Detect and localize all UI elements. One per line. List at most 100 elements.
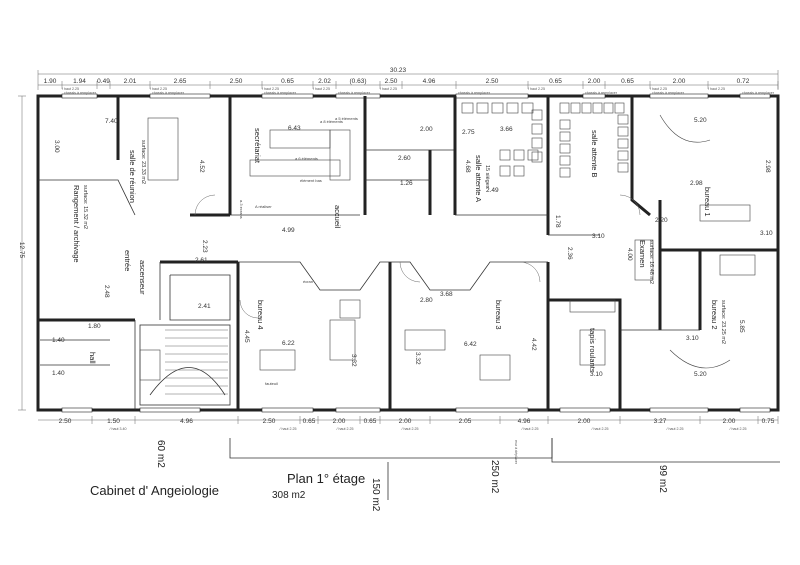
top-dim-label: 2.65: [174, 78, 187, 85]
dim-salle-attente-b-0: 2.98: [690, 180, 703, 187]
bottom-dim-label: 2.00: [578, 418, 591, 425]
chair: [531, 137, 543, 149]
zone-mid-area: 150 m2: [370, 478, 381, 512]
chair: [617, 150, 629, 161]
room-label-ascenseur: ascenseur: [138, 260, 147, 295]
room-label-accueil: accueil: [333, 205, 342, 229]
chair: [617, 126, 629, 137]
top-dim-label: 1.94: [73, 78, 86, 85]
chair: [531, 151, 543, 163]
room-label-secretariat: secrétariat: [253, 128, 262, 164]
bottom-wall-note: mur à déplacer: [514, 440, 518, 465]
plan-title: Plan 1° étage: [287, 471, 365, 486]
room-label-tapis: tapis roulants: [588, 328, 597, 373]
dim-bureau-4-1: 3.32: [350, 354, 357, 367]
zone-mid2-area: 250 m2: [489, 460, 500, 494]
top-dim-label: 4.96: [423, 78, 436, 85]
top-dim-label: 0.65: [621, 78, 634, 85]
note-secretariat-0: a.3 ecrans: [239, 200, 244, 219]
bottom-window-note: / haut 2.25: [667, 427, 684, 431]
dim-bureau-3-2: 2.80: [420, 297, 433, 304]
chair: [521, 102, 534, 114]
bottom-window: [335, 407, 381, 413]
room-label-exam: Examen: [638, 240, 647, 268]
chair: [581, 102, 592, 114]
top-dim-label: 2.50: [385, 78, 398, 85]
zone-right-area: 99 m2: [657, 465, 668, 493]
chair: [559, 143, 571, 154]
note-bureau-4-0: écran: [303, 279, 313, 284]
top-window: [335, 93, 381, 99]
chair: [592, 102, 603, 114]
bottom-window-note: / haut 2.25: [730, 427, 747, 431]
total-width-label: 30.23: [390, 67, 407, 74]
chair: [617, 114, 629, 125]
dim-bureau-3-1: 3.32: [414, 352, 421, 365]
top-dim-label: 0.72: [737, 78, 750, 85]
sub-salle-attente-a: 15 sièges: [484, 165, 490, 189]
dim-bureau-2-2: 3.10: [686, 335, 699, 342]
chair: [603, 102, 614, 114]
dim-sanitaire-3: 2.60: [398, 155, 411, 162]
top-window: [61, 93, 98, 99]
room-label-bureau-3: bureau 3: [494, 300, 503, 330]
top-window-note: / haut 2.25: [150, 87, 167, 91]
dim-accueil-2: 2.61: [195, 257, 208, 264]
note-secretariat-1: a 5 éléments: [335, 116, 358, 121]
left-dimension: 12.75: [18, 95, 26, 411]
plan-area: 308 m2: [272, 490, 306, 501]
dim-salle-attente-a-2: 2.49: [486, 187, 499, 194]
room-label-hall: hall: [88, 352, 97, 364]
chair: [559, 119, 571, 130]
bottom-dim-label: 4.96: [518, 418, 531, 425]
top-window-note: / haut 2.25: [313, 87, 330, 91]
top-dim-label: 0.65: [281, 78, 294, 85]
dim-salle-attente-a-1: 4.68: [464, 160, 471, 173]
top-dim-label: 2.50: [486, 78, 499, 85]
dim-salle-reunion-0: 7.40: [105, 118, 118, 125]
area-bureau-2: surface: 23.25 m2: [720, 300, 726, 344]
top-dim-label: 0.49: [97, 78, 110, 85]
room-label-rangement: Rangement / archivage: [72, 185, 81, 263]
dim-sanitaire-2: 1.26: [400, 180, 413, 187]
chair: [506, 102, 519, 114]
bottom-window-note: / haut 2.25: [402, 427, 419, 431]
chair: [499, 149, 511, 161]
bottom-dim-label: 0.75: [762, 418, 775, 425]
zone-left-area: 60 m2: [155, 440, 166, 468]
dim-tapis-0: 3.10: [590, 371, 603, 378]
top-window-note: / haut 2.25: [262, 87, 279, 91]
bottom-window-note: / haut 2.25: [280, 427, 297, 431]
bottom-dim-label: 2.00: [723, 418, 736, 425]
bottom-dim-label: 3.27: [654, 418, 667, 425]
top-wall-note: chassis à remplacer: [652, 91, 685, 95]
dim-bureau-2-1: 5.20: [694, 371, 707, 378]
furniture: [147, 102, 756, 381]
top-window-note: / haut 2.25: [380, 87, 397, 91]
dim-hall-1: 1.40: [52, 337, 65, 344]
chair: [559, 155, 571, 166]
top-wall-note: chassis à remplacer: [338, 91, 371, 95]
top-window: [649, 93, 709, 99]
bottom-window: [739, 407, 771, 413]
chair: [527, 149, 539, 161]
note-secretariat-5: élément bas: [300, 178, 322, 183]
top-window: [261, 93, 314, 99]
top-window-note: / haut 2.25: [62, 87, 79, 91]
dim-bureau-2-0: 5.85: [738, 320, 745, 333]
top-wall-note: chassis à remplacer: [742, 91, 775, 95]
note-secretariat-4: A réaliser: [255, 204, 272, 209]
top-wall-note: chassis à remplacer: [64, 91, 97, 95]
staircase: [139, 324, 231, 406]
top-dim-label: 2.00: [588, 78, 601, 85]
top-dim-label: (0.63): [350, 78, 367, 85]
dim-entree-1: 2.48: [103, 285, 110, 298]
note-bureau-4-1: fauteuil: [265, 381, 278, 386]
zone-brackets: 60 m2 150 m2 250 m2 99 m2: [155, 438, 780, 512]
dim-sanitaire-0: 2.00: [420, 126, 433, 133]
top-dim-label: 2.02: [318, 78, 331, 85]
bottom-window-note: / haut 2.25: [522, 427, 539, 431]
dim-exam-2: 2.20: [655, 217, 668, 224]
